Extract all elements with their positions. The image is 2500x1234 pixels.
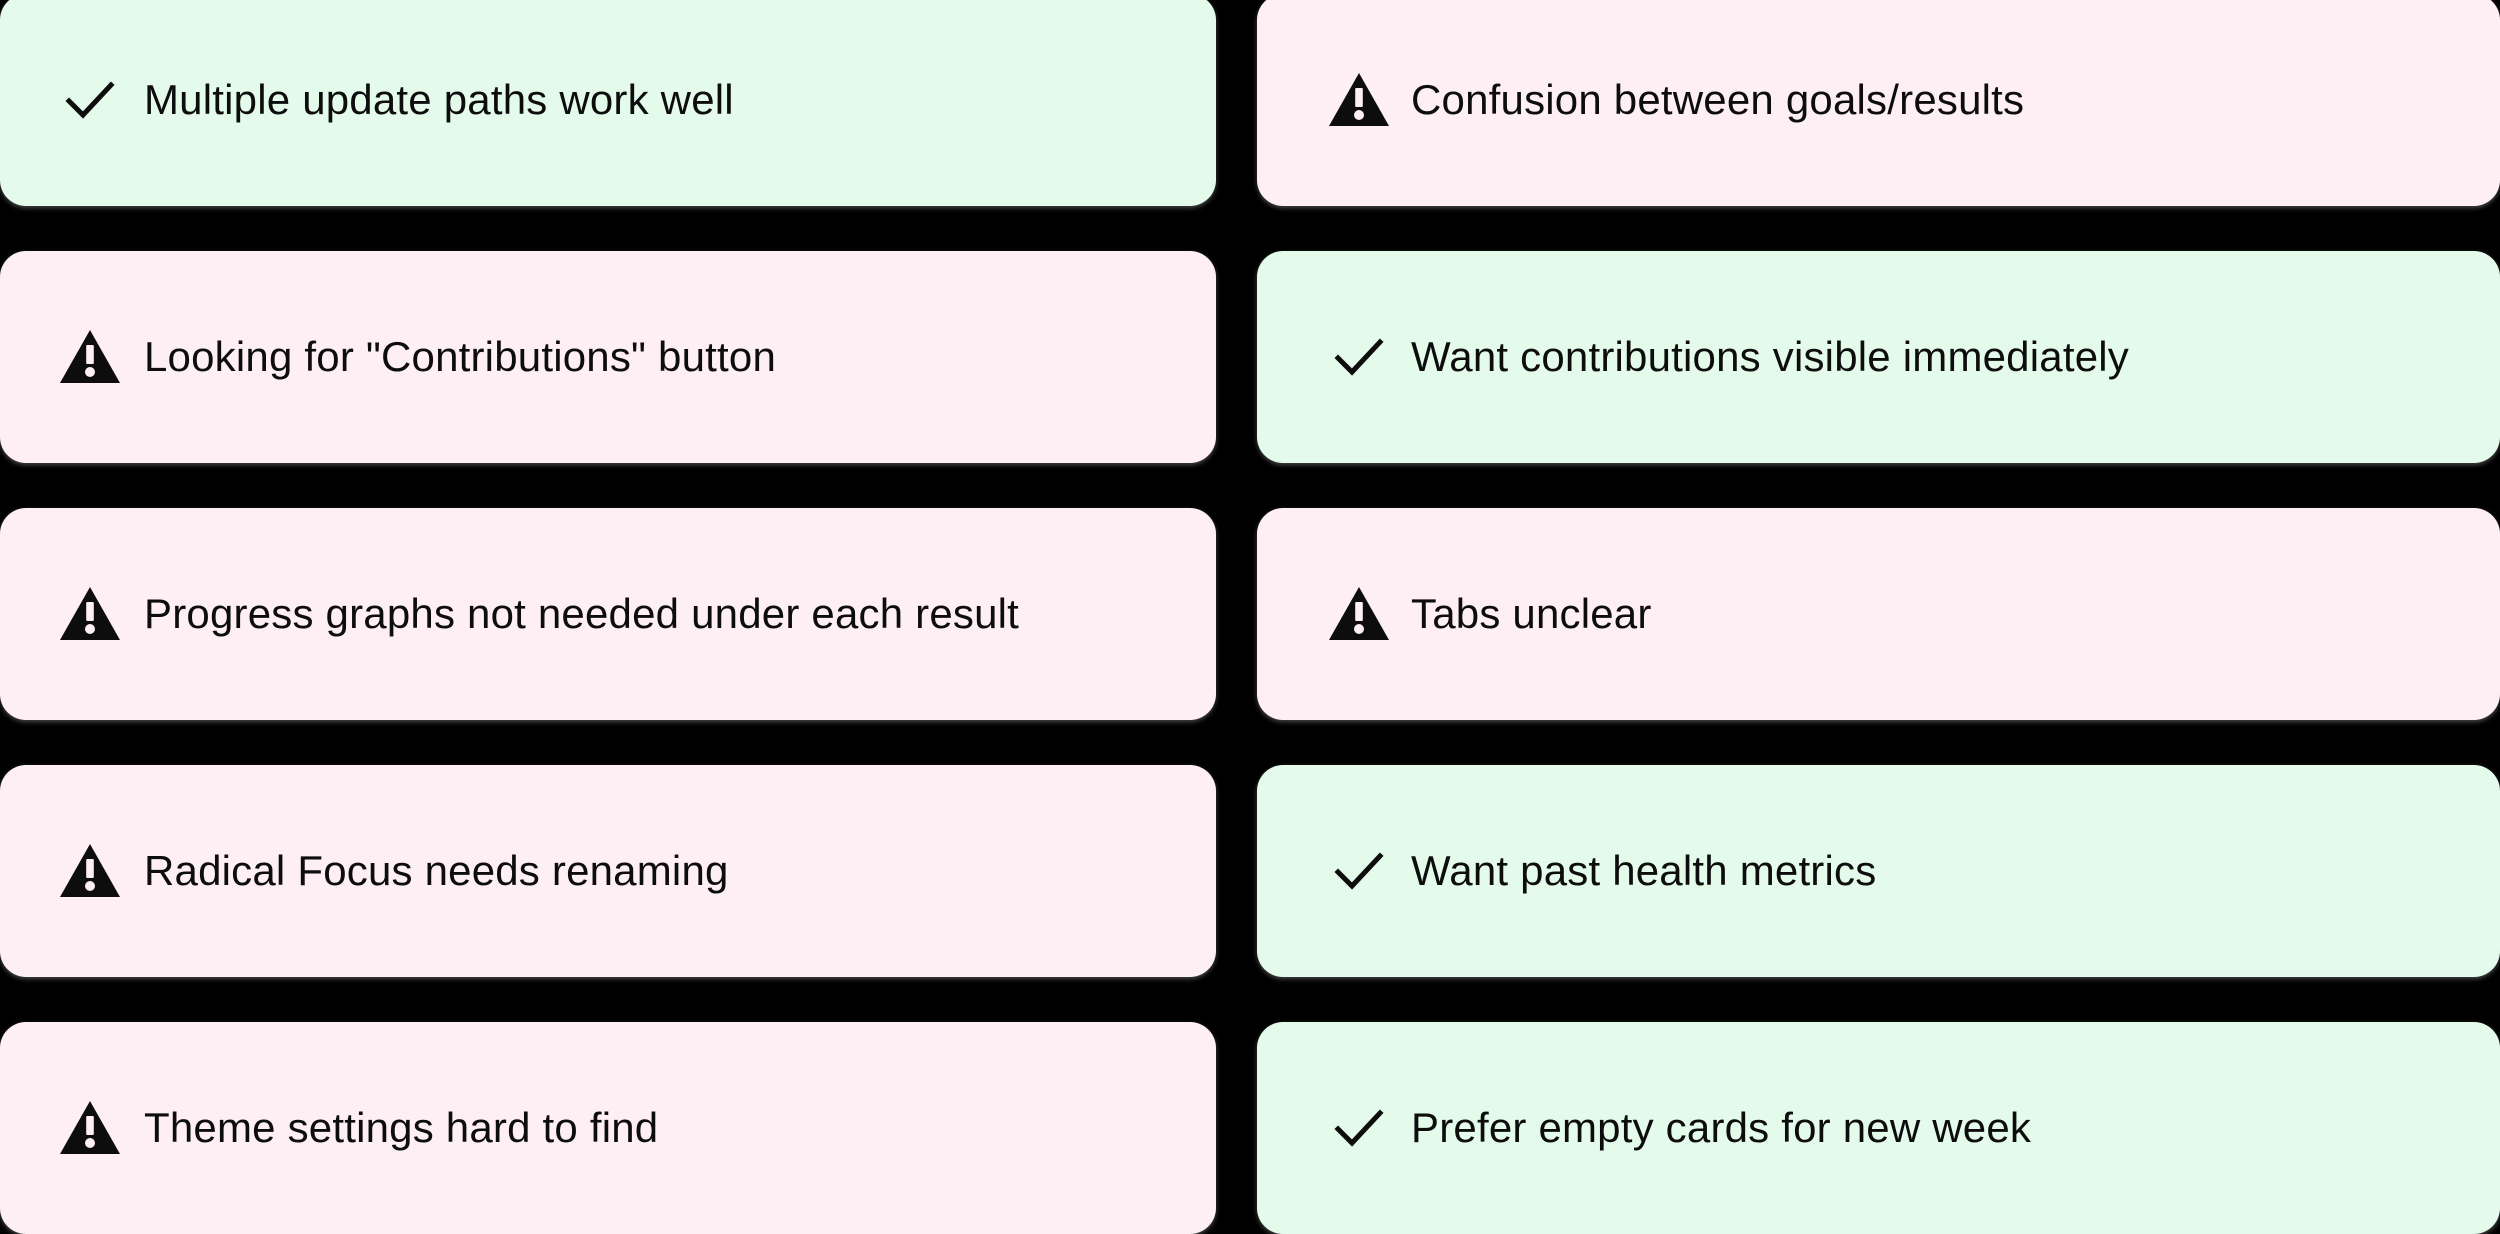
check-icon [30, 69, 150, 131]
feedback-card[interactable]: Tabs unclear [1257, 508, 2500, 720]
feedback-card-label: Confusion between goals/results [1411, 75, 2025, 123]
check-icon [1299, 840, 1419, 902]
feedback-card-label: Theme settings hard to find [144, 1103, 659, 1151]
feedback-card[interactable]: Progress graphs not needed under each re… [0, 508, 1216, 720]
warning-triangle-icon [30, 1099, 150, 1157]
feedback-card[interactable]: Multiple update paths work well [0, 0, 1216, 206]
feedback-card[interactable]: Looking for "Contributions" button [0, 251, 1216, 463]
feedback-card[interactable]: Want past health metrics [1257, 765, 2500, 977]
feedback-card[interactable]: Radical Focus needs renaming [0, 765, 1216, 977]
warning-triangle-icon [30, 585, 150, 643]
warning-triangle-icon [30, 328, 150, 386]
feedback-card-label: Multiple update paths work well [144, 75, 734, 123]
feedback-card-label: Want past health metrics [1411, 846, 1877, 894]
feedback-card-label: Prefer empty cards for new week [1411, 1103, 2032, 1151]
feedback-card-label: Tabs unclear [1411, 589, 1652, 637]
feedback-card[interactable]: Confusion between goals/results [1257, 0, 2500, 206]
feedback-card[interactable]: Want contributions visible immediately [1257, 251, 2500, 463]
check-icon [1299, 1097, 1419, 1159]
warning-triangle-icon [1299, 585, 1419, 643]
feedback-card-label: Want contributions visible immediately [1411, 332, 2129, 380]
check-icon [1299, 326, 1419, 388]
feedback-card-label: Radical Focus needs renaming [144, 846, 729, 894]
warning-triangle-icon [1299, 71, 1419, 129]
feedback-card[interactable]: Prefer empty cards for new week [1257, 1022, 2500, 1234]
feedback-card-label: Looking for "Contributions" button [144, 332, 777, 380]
warning-triangle-icon [30, 842, 150, 900]
feedback-card[interactable]: Theme settings hard to find [0, 1022, 1216, 1234]
feedback-card-label: Progress graphs not needed under each re… [144, 589, 1020, 637]
